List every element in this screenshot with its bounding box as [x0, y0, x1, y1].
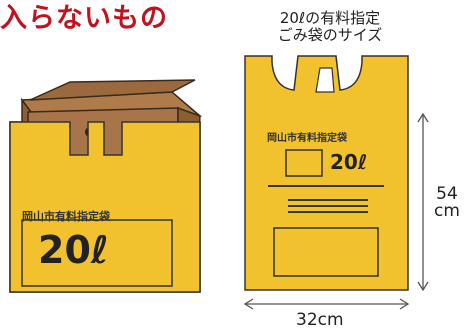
height-dimension: 54 cm	[434, 186, 460, 220]
height-value: 54	[436, 184, 458, 204]
right-bag-size: 20ℓ	[330, 150, 368, 174]
height-unit: cm	[434, 201, 460, 221]
bag-with-box-icon	[9, 79, 202, 293]
left-bag-label: 岡山市有料指定袋	[22, 210, 110, 223]
width-dimension: 32cm	[296, 310, 344, 330]
bag-diagram-icon	[243, 55, 429, 310]
right-bag-label: 岡山市有料指定袋	[267, 133, 347, 144]
left-bag-size: 20ℓ	[38, 228, 109, 272]
page-title: 入らないもの	[0, 3, 168, 34]
size-caption: 20ℓの有料指定 ごみ袋のサイズ	[250, 10, 410, 44]
caption-line2: ごみ袋のサイズ	[277, 26, 383, 44]
caption-line1: 20ℓの有料指定	[279, 9, 381, 27]
